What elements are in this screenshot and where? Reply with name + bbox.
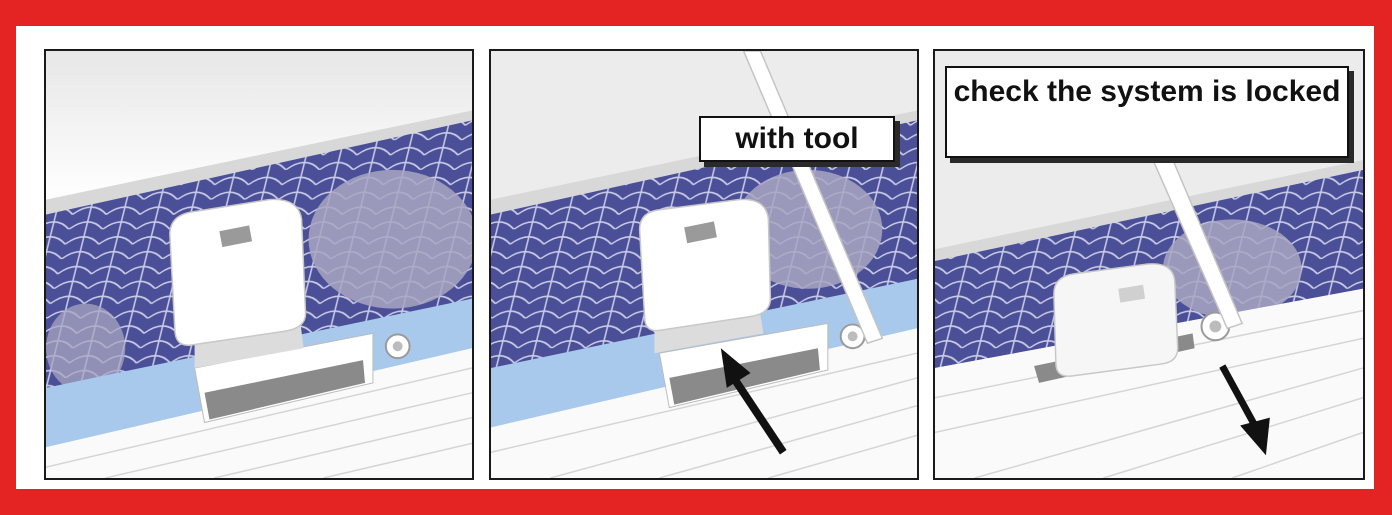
callout-with-tool: with tool	[699, 116, 895, 162]
panel-step-3: check the system is locked	[933, 49, 1365, 480]
callout-check-locked: check the system is locked	[945, 66, 1349, 158]
instruction-canvas: with tool	[16, 26, 1374, 489]
panel-step-1	[44, 49, 474, 480]
step-1-illustration	[46, 51, 472, 478]
panel-step-2: with tool	[489, 49, 919, 480]
